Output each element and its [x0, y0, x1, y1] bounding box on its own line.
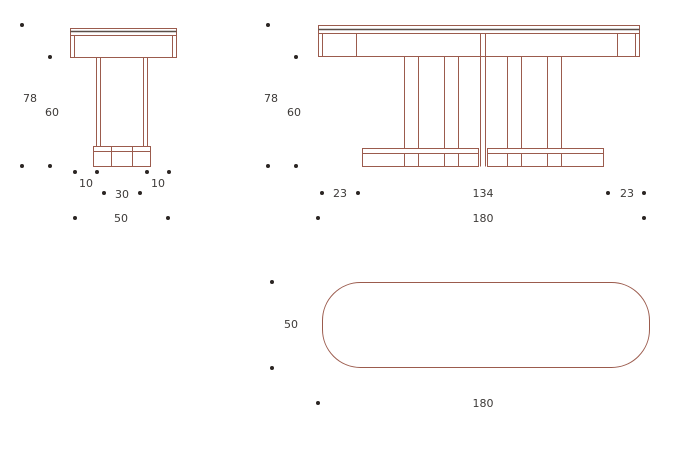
dimension-dot	[20, 23, 24, 27]
dim-front-inset-left: 23	[333, 187, 347, 200]
left-foot-outline	[362, 148, 479, 167]
dim-front-inset-right: 23	[620, 187, 634, 200]
front-view-center-support	[480, 56, 486, 167]
dimension-dot	[20, 164, 24, 168]
dimension-dot	[167, 170, 171, 174]
dimension-dot	[270, 280, 274, 284]
dim-side-foot-center: 30	[115, 188, 129, 201]
dimension-dot	[166, 216, 170, 220]
dimension-dot	[95, 170, 99, 174]
front-view-dimension-labels: 78 60 23 134 23 180	[264, 92, 634, 225]
dimension-dot	[138, 191, 142, 195]
dimension-dot	[320, 191, 324, 195]
dim-front-width-total: 180	[473, 212, 494, 225]
front-view: 78 60 23 134 23 180	[264, 23, 646, 225]
front-view-right-pedestal	[507, 56, 562, 149]
dim-front-height-clearance: 60	[287, 106, 301, 119]
plan-view-tabletop	[322, 282, 650, 368]
right-pedestal-strip-inner	[507, 56, 522, 149]
left-pedestal-strip-inner	[444, 56, 459, 149]
right-foot-outline	[487, 148, 604, 167]
side-tabletop-outline	[70, 28, 177, 58]
dim-front-base-span: 134	[473, 187, 494, 200]
dimension-dot	[270, 366, 274, 370]
dimension-dot	[102, 191, 106, 195]
dim-plan-depth: 50	[284, 318, 298, 331]
side-view-pedestal	[96, 57, 148, 147]
side-view-foot	[93, 146, 151, 167]
dimension-dot	[294, 55, 298, 59]
plan-view: 50 180	[270, 280, 650, 410]
plan-view-dimension-dots	[270, 280, 320, 405]
front-view-tabletop	[318, 25, 640, 57]
side-pedestal-outline	[96, 57, 148, 147]
side-view-dimension-dots	[20, 23, 171, 220]
dimension-dot	[145, 170, 149, 174]
dim-front-height-total: 78	[264, 92, 278, 105]
dimension-dot	[642, 216, 646, 220]
plan-tabletop-outline	[322, 282, 650, 368]
front-view-left-pedestal	[404, 56, 459, 149]
dimension-dot	[48, 164, 52, 168]
front-view-right-foot	[487, 148, 604, 167]
dimension-dot	[294, 164, 298, 168]
dimension-dot	[316, 216, 320, 220]
front-view-dimension-dots	[266, 23, 646, 220]
dimension-dot	[266, 23, 270, 27]
side-view-dimension-labels: 78 60 10 30 10 50	[23, 92, 165, 225]
dimension-dot	[642, 191, 646, 195]
front-view-left-foot	[362, 148, 479, 167]
dim-side-height-total: 78	[23, 92, 37, 105]
dim-plan-width: 180	[473, 397, 494, 410]
dimension-dot	[48, 55, 52, 59]
side-view: 78 60 10 30 10 50	[20, 23, 177, 225]
side-foot-outline	[93, 146, 151, 167]
plan-view-dimension-labels: 50 180	[284, 318, 494, 410]
left-pedestal-strip-outer	[404, 56, 419, 149]
front-tabletop-outline	[318, 25, 640, 57]
dimension-dot	[73, 216, 77, 220]
side-view-tabletop	[70, 28, 177, 58]
dimension-dot	[606, 191, 610, 195]
dimension-dot	[316, 401, 320, 405]
dimension-dot	[73, 170, 77, 174]
dim-side-foot-right: 10	[151, 177, 165, 190]
dimension-dot	[266, 164, 270, 168]
right-pedestal-strip-outer	[547, 56, 562, 149]
dim-side-height-clearance: 60	[45, 106, 59, 119]
dimension-dot	[356, 191, 360, 195]
dim-side-foot-left: 10	[79, 177, 93, 190]
dim-side-depth-total: 50	[114, 212, 128, 225]
